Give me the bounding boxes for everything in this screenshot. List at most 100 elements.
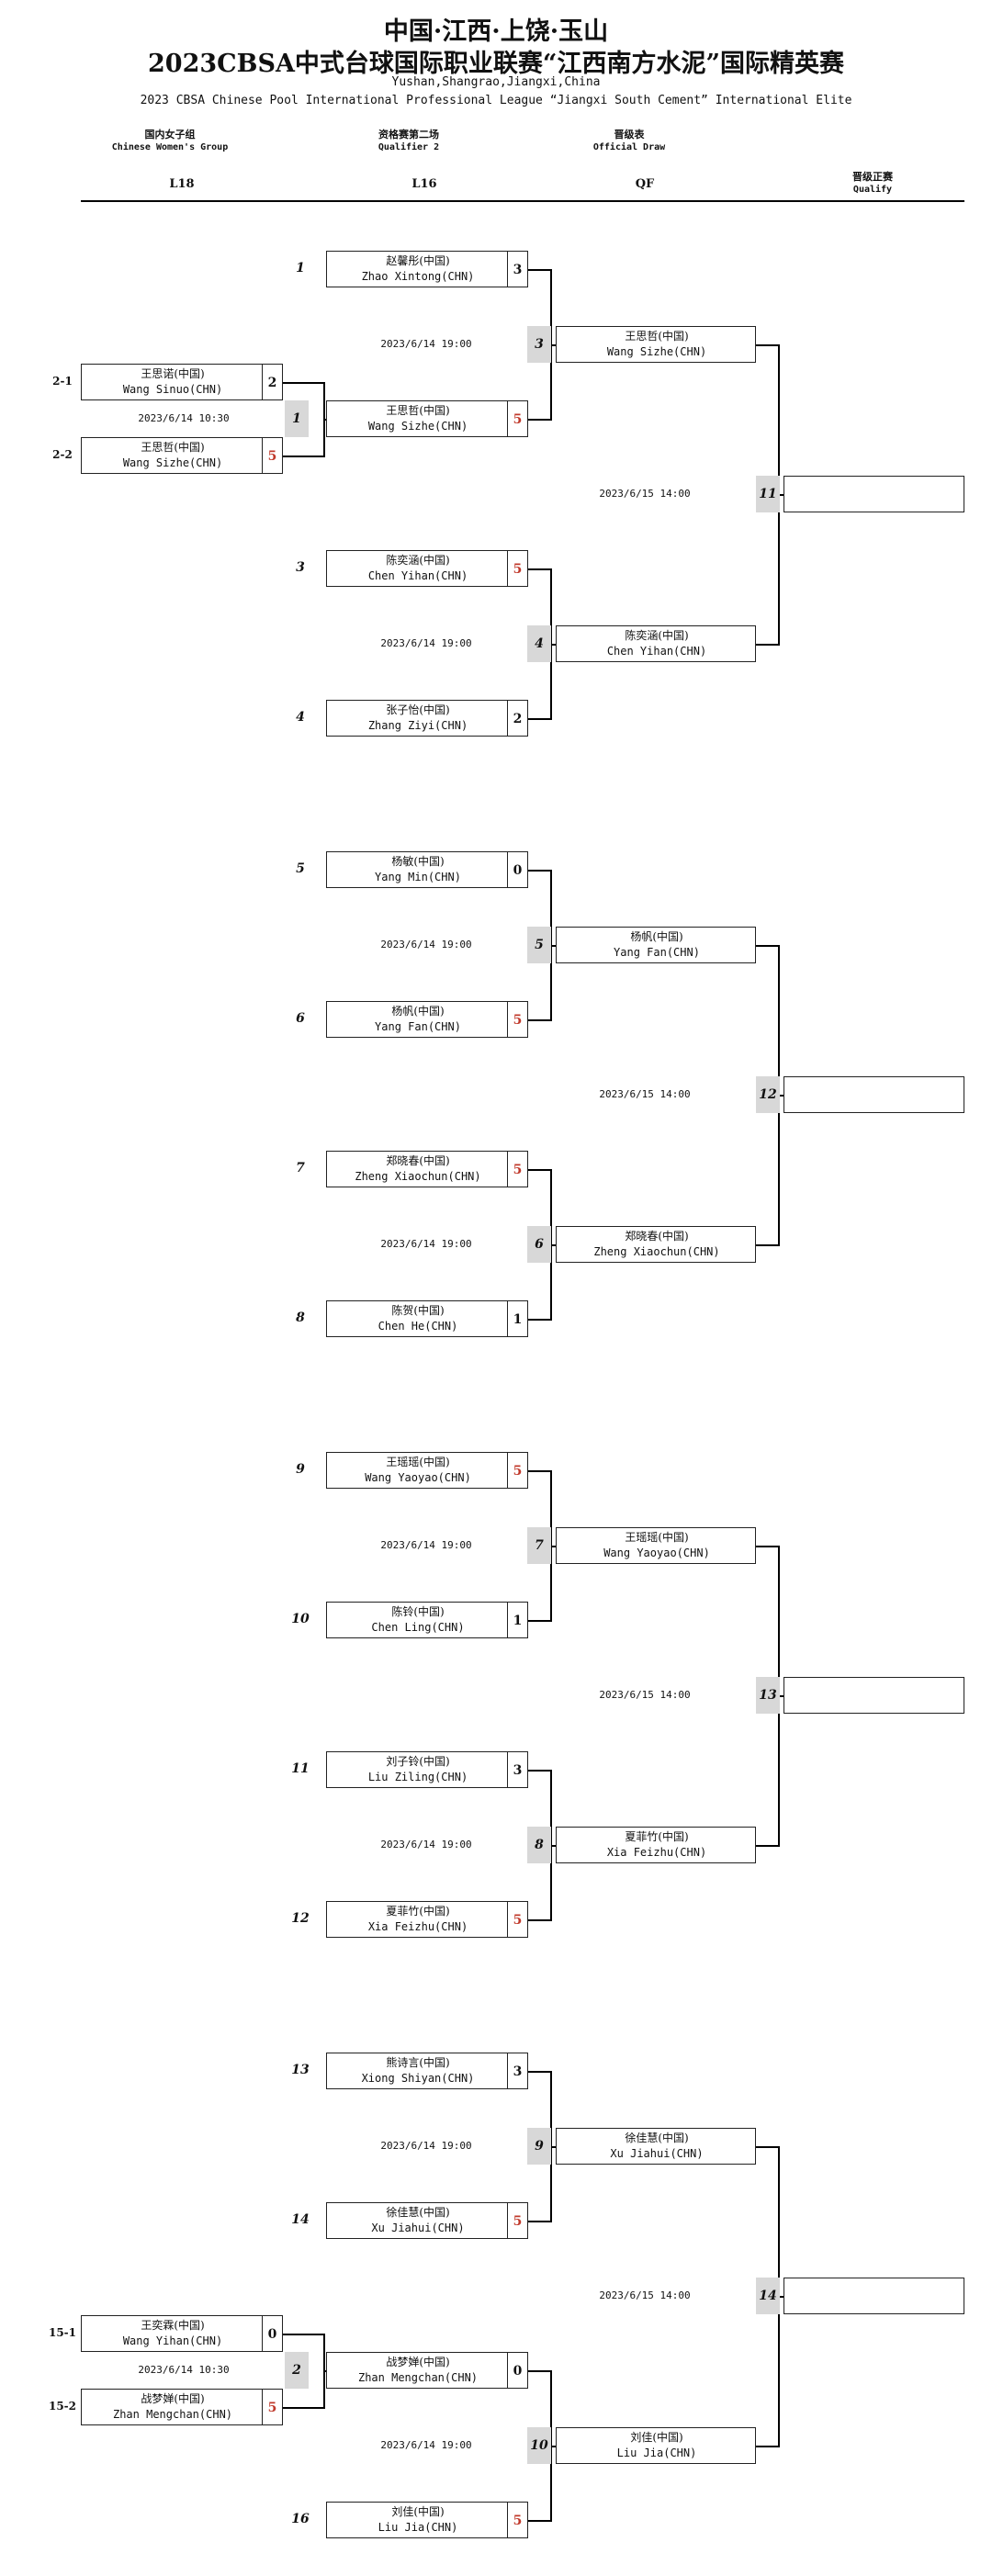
player-name-cn: 陈奕涵(中国) — [625, 629, 689, 642]
player-name: 王思诺(中国)Wang Sinuo(CHN) — [82, 366, 264, 398]
player-name: 郑晓春(中国)Zheng Xiaochun(CHN) — [327, 1153, 509, 1185]
player-name: 陈奕涵(中国)Chen Yihan(CHN) — [557, 628, 757, 659]
match-time: 2023/6/14 19:00 — [380, 1539, 472, 1551]
player-score: 5 — [507, 1453, 527, 1488]
bracket-line — [528, 269, 551, 271]
player-name: 王瑶瑶(中国) Wang Yaoyao(CHN) — [557, 1530, 757, 1561]
player-score: 5 — [507, 2503, 527, 2537]
player-box: 王思哲(中国)Wang Sizhe(CHN)5 — [81, 437, 283, 474]
player-name-cn: 战梦婵(中国) — [141, 2392, 205, 2405]
player-name: 战梦婵(中国)Zhan Mengchan(CHN) — [82, 2391, 264, 2423]
match-time: 2023/6/14 19:00 — [380, 338, 472, 350]
player-name-cn: 王思哲(中国) — [625, 330, 689, 343]
player-name: 张子怡(中国)Zhang Ziyi(CHN) — [327, 703, 509, 734]
bracket-line — [528, 1770, 551, 1772]
draw-en: Official Draw — [592, 142, 666, 152]
bracket-line — [778, 1695, 783, 1697]
bracket-line — [528, 718, 551, 720]
player-name: 陈奕涵(中国)Chen Yihan(CHN) — [327, 553, 509, 584]
player-score: 5 — [262, 438, 282, 473]
player-name-en: Zhan Mengchan(CHN) — [357, 2371, 479, 2384]
player-name: 夏菲竹(中国)Xia Feizhu(CHN) — [557, 1829, 757, 1861]
l18-slot-label: 15-2 — [48, 2400, 77, 2413]
bracket-line — [550, 1244, 556, 1246]
match-time: 2023/6/14 19:00 — [380, 1238, 472, 1250]
player-box: 战梦婵(中国)Zhan Mengchan(CHN)5 — [81, 2389, 283, 2425]
player-box: 王思哲(中国)Wang Sizhe(CHN) — [556, 326, 756, 363]
bracket-line — [528, 2370, 551, 2372]
match-time: 2023/6/14 19:00 — [380, 1839, 472, 1850]
player-name: 王思哲(中国)Wang Sizhe(CHN) — [327, 403, 509, 434]
player-name-en: Wang Yaoyao(CHN) — [365, 1471, 471, 1484]
player-name: 徐佳慧(中国)Xu Jiahui(CHN) — [327, 2205, 509, 2236]
player-score: 1 — [507, 1301, 527, 1336]
group-cn: 国内女子组 — [144, 129, 196, 141]
bracket-line — [756, 2446, 779, 2447]
player-name: 刘子铃(中国)Liu Ziling(CHN) — [327, 1754, 509, 1785]
player-name-cn: 刘佳(中国) — [391, 2505, 445, 2518]
player-box: 徐佳慧(中国)Xu Jiahui(CHN) — [556, 2128, 756, 2165]
player-box: 王思诺(中国)Wang Sinuo(CHN)2 — [81, 364, 283, 400]
player-name-en: Wang Yaoyao(CHN) — [603, 1547, 710, 1559]
match-number: 2 — [285, 2352, 309, 2389]
seed-number: 6 — [296, 1011, 305, 1026]
player-name: 杨帆(中国)Yang Fan(CHN) — [557, 929, 757, 961]
player-name: 王瑶瑶(中国)Wang Yaoyao(CHN) — [327, 1455, 509, 1486]
player-score: 5 — [507, 2203, 527, 2238]
player-score: 2 — [507, 701, 527, 736]
seed-number: 16 — [291, 2512, 310, 2526]
seed-number: 9 — [296, 1462, 305, 1477]
title-venue-en: Yushan,Shangrao,Jiangxi,China — [391, 75, 601, 89]
bracket-line — [756, 644, 779, 646]
player-box: 刘佳(中国)Liu Jia(CHN) — [556, 2427, 756, 2464]
player-name-en: Chen He(CHN) — [378, 1320, 458, 1333]
player-name-en: Liu Ziling(CHN) — [367, 1771, 468, 1783]
seed-number: 10 — [291, 1612, 310, 1626]
player-score: 0 — [507, 2353, 527, 2388]
player-box: 夏菲竹(中国)Xia Feizhu(CHN) — [556, 1827, 756, 1863]
bracket-line — [528, 568, 551, 570]
match-time: 2023/6/14 10:30 — [138, 412, 230, 424]
player-name-en: Yang Min(CHN) — [375, 871, 461, 883]
bracket-line — [778, 1095, 783, 1097]
player-score: 5 — [262, 2390, 282, 2424]
player-score: 2 — [262, 365, 282, 399]
match-number: 12 — [756, 1076, 780, 1113]
bracket-line — [756, 1546, 779, 1547]
seed-number: 7 — [296, 1161, 305, 1176]
player-name-en: Xiong Shiyan(CHN) — [361, 2072, 475, 2085]
player-name-en: Wang Sinuo(CHN) — [122, 383, 223, 396]
player-name-en: Xu Jiahui(CHN) — [371, 2222, 465, 2234]
player-name-cn: 王奕霖(中国) — [141, 2319, 205, 2332]
match-number: 14 — [756, 2278, 780, 2314]
group-heading: 国内女子组 Chinese Women's Group — [87, 129, 253, 154]
player-box: 陈铃(中国)Chen Ling(CHN)1 — [326, 1602, 528, 1638]
title-event-cn: 2023CBSA中式台球国际职业联赛“江西南方水泥”国际精英赛 — [148, 50, 844, 78]
player-box: 陈奕涵(中国)Chen Yihan(CHN)5 — [326, 550, 528, 587]
player-score: 5 — [507, 1902, 527, 1937]
player-box: 郑晓春(中国)Zheng Xiaochun(CHN)5 — [326, 1151, 528, 1187]
match-time: 2023/6/15 14:00 — [599, 2289, 691, 2301]
player-score: 0 — [507, 852, 527, 887]
player-name-cn: 陈贺(中国) — [391, 1304, 445, 1317]
group-en: Chinese Women's Group — [111, 142, 229, 152]
bracket-line — [528, 419, 551, 421]
bracket-line — [550, 2446, 556, 2447]
match-number: 9 — [527, 2128, 551, 2165]
bracket-line — [528, 1019, 551, 1021]
bracket-line — [528, 870, 551, 872]
player-name-cn: 徐佳慧(中国) — [625, 2132, 689, 2144]
player-name-cn: 杨帆(中国) — [391, 1005, 445, 1018]
player-score: 3 — [507, 252, 527, 287]
player-box: 张子怡(中国)Zhang Ziyi(CHN)2 — [326, 700, 528, 737]
player-box: 陈奕涵(中国)Chen Yihan(CHN) — [556, 625, 756, 662]
player-name-en: Yang Fan(CHN) — [375, 1020, 461, 1033]
player-name-cn: 王瑶瑶(中国) — [625, 1531, 689, 1544]
player-name: 赵馨彤(中国)Zhao Xintong(CHN) — [327, 253, 509, 285]
match-number: 13 — [756, 1677, 780, 1714]
player-name-cn: 夏菲竹(中国) — [625, 1830, 689, 1843]
match-number: 3 — [527, 326, 551, 363]
player-name: 陈贺(中国) Chen He(CHN) — [327, 1303, 509, 1334]
player-name: 熊诗言(中国)Xiong Shiyan(CHN) — [327, 2055, 509, 2087]
match-number: 11 — [756, 476, 780, 512]
